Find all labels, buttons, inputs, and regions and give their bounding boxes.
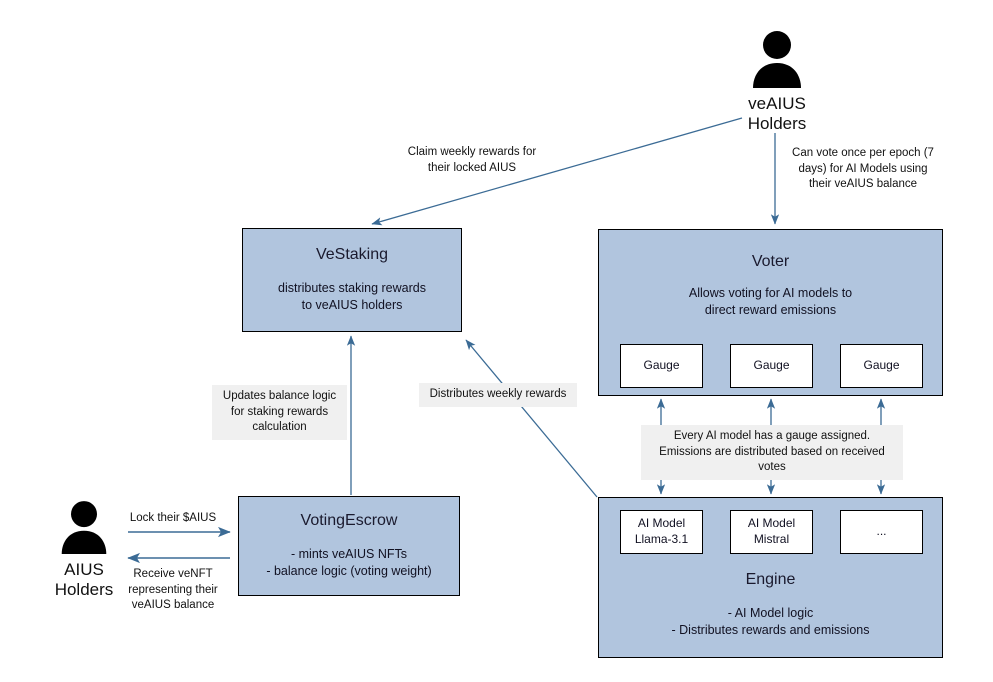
- actor-veaius-holders: veAIUS Holders: [722, 30, 832, 135]
- node-vestaking[interactable]: VeStaking distributes staking rewards to…: [242, 228, 462, 332]
- edge-label-gauge-assigned: Every AI model has a gauge assigned. Emi…: [641, 425, 903, 480]
- edge-label-distributes-weekly: Distributes weekly rewards: [419, 383, 577, 407]
- node-votingescrow-subtitle: - mints veAIUS NFTs - balance logic (vot…: [266, 547, 432, 578]
- edge-label-claim-rewards: Claim weekly rewards for their locked AI…: [407, 146, 537, 174]
- edge-label-vote-epoch: Can vote once per epoch (7 days) for AI …: [792, 147, 934, 191]
- ai-model-box-3-label: ...: [876, 524, 887, 539]
- gauge-box-3[interactable]: Gauge: [840, 344, 923, 388]
- actor-veaius-holders-label: veAIUS Holders: [747, 94, 807, 134]
- ai-model-box-1[interactable]: AI Model Llama-3.1: [620, 510, 703, 554]
- person-icon: [61, 501, 107, 554]
- actor-aius-holders-label: AIUS Holders: [54, 560, 114, 600]
- ai-model-box-2-label: AI Model Mistral: [747, 516, 796, 546]
- node-vestaking-title: VeStaking: [315, 246, 389, 264]
- arrow-distributes-weekly: [465, 339, 598, 498]
- edge-label-receive-venft: Receive veNFT representing their veAIUS …: [128, 568, 218, 612]
- node-voter-subtitle: Allows voting for AI models to direct re…: [688, 286, 853, 317]
- gauge-box-1[interactable]: Gauge: [620, 344, 703, 388]
- node-vestaking-subtitle: distributes staking rewards to veAIUS ho…: [278, 281, 426, 312]
- node-votingescrow[interactable]: VotingEscrow - mints veAIUS NFTs - balan…: [238, 496, 460, 596]
- gauge-box-2[interactable]: Gauge: [730, 344, 813, 388]
- node-votingescrow-title: VotingEscrow: [300, 512, 398, 530]
- ai-model-box-3[interactable]: ...: [840, 510, 923, 554]
- node-voter-title: Voter: [751, 253, 790, 270]
- node-engine-subtitle: - AI Model logic - Distributes rewards a…: [671, 606, 870, 638]
- ai-model-box-1-label: AI Model Llama-3.1: [634, 516, 689, 546]
- gauge-box-1-label: Gauge: [643, 358, 680, 373]
- person-icon: [753, 31, 801, 88]
- node-engine-title: Engine: [745, 571, 796, 589]
- ai-model-box-2[interactable]: AI Model Mistral: [730, 510, 813, 554]
- edge-label-lock-aius: Lock their $AIUS: [129, 512, 217, 524]
- gauge-box-3-label: Gauge: [863, 358, 900, 373]
- gauge-box-2-label: Gauge: [753, 358, 790, 373]
- edge-label-updates-balance: Updates balance logic for staking reward…: [212, 385, 347, 440]
- actor-aius-holders: AIUS Holders: [29, 500, 139, 601]
